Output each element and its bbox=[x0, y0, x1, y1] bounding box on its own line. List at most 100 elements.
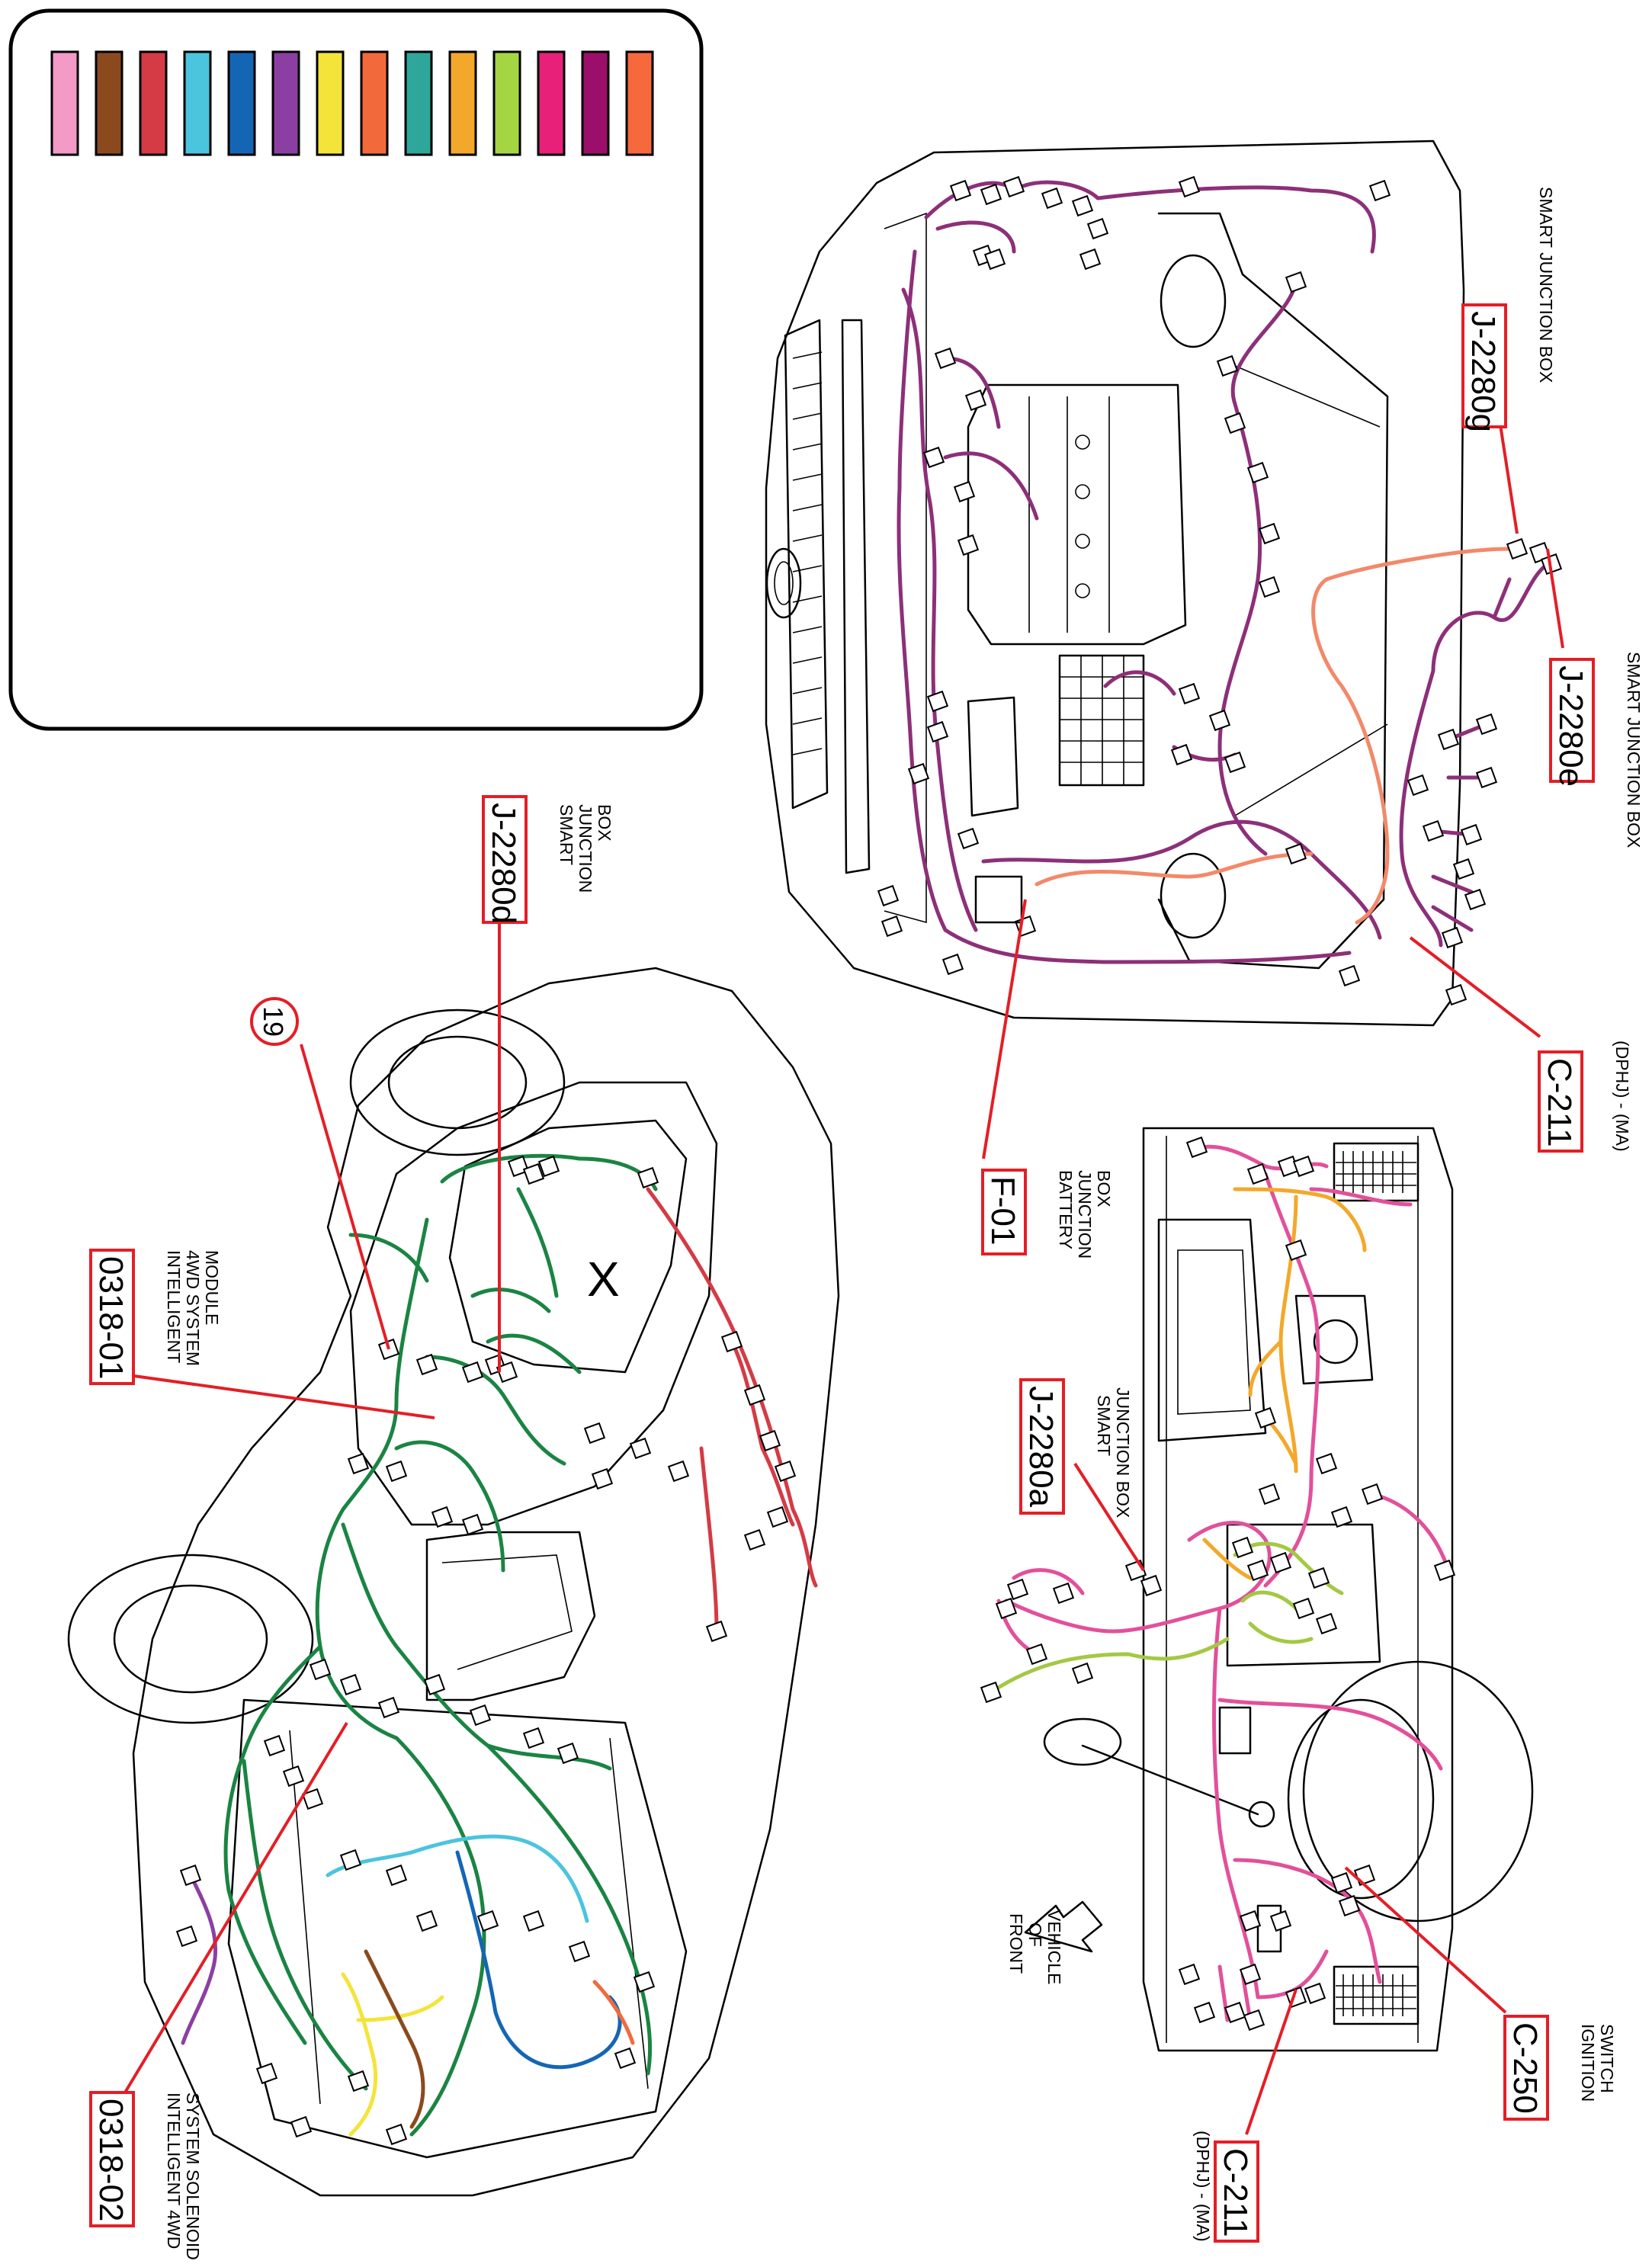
leader-lines bbox=[106, 384, 1564, 2135]
connector-icon bbox=[557, 1742, 579, 1765]
engine-harness-alt bbox=[1035, 547, 1512, 925]
legend-swatch bbox=[139, 50, 168, 156]
connector-icon bbox=[1330, 1506, 1353, 1528]
engine-block bbox=[967, 383, 1187, 646]
connector-icon bbox=[1170, 743, 1193, 766]
rear-window bbox=[448, 1119, 688, 1374]
connector-icon bbox=[926, 720, 949, 743]
connector-icon bbox=[431, 1506, 454, 1528]
connector-icon bbox=[1437, 728, 1460, 751]
glove-box bbox=[1157, 1218, 1267, 1442]
connector-icon bbox=[1292, 1597, 1315, 1620]
callout-desc: SYSTEM SOLENOID bbox=[183, 2092, 203, 2260]
legend-swatch bbox=[183, 50, 212, 156]
callout-desc: SWITCH bbox=[1597, 2024, 1617, 2093]
connector-icon bbox=[568, 1940, 591, 1963]
connector-icon bbox=[1224, 751, 1246, 774]
chassis-harness-yellow bbox=[341, 1972, 444, 2137]
connector-icon bbox=[347, 1452, 370, 1475]
connector-icon bbox=[1407, 774, 1429, 797]
callout-desc: SMART JUNCTION BOX bbox=[1536, 187, 1556, 383]
battery-junction-box-grid bbox=[1058, 654, 1145, 787]
grille-outline bbox=[784, 319, 829, 810]
callout-desc: JUNCTION bbox=[576, 804, 595, 893]
callout-f01: F-01 BATTERY JUNCTION BOX bbox=[981, 1169, 1114, 1259]
callout-code: J-2280d bbox=[485, 803, 522, 924]
badge-emblem bbox=[765, 547, 802, 619]
connector-icon bbox=[309, 1658, 332, 1681]
connector-icon bbox=[290, 2115, 313, 2138]
strut-tower-right bbox=[1160, 852, 1227, 939]
radiator-support bbox=[841, 319, 871, 874]
connector-icon bbox=[1071, 1662, 1094, 1685]
dashboard-view bbox=[980, 1127, 1534, 2052]
legend-swatch bbox=[404, 50, 433, 156]
callout-code: F-01 bbox=[984, 1176, 1022, 1245]
connector-icon bbox=[1269, 1551, 1292, 1574]
connector-icon bbox=[1025, 1643, 1048, 1666]
engine-bay-outline bbox=[765, 139, 1465, 1027]
callout-code: C-211 bbox=[1541, 1058, 1578, 1147]
front-label-line: FRONT bbox=[1006, 1913, 1026, 1974]
connector-icon bbox=[941, 953, 964, 976]
connector-icon bbox=[1269, 1910, 1292, 1932]
connector-icon bbox=[377, 1696, 400, 1719]
front-arrow-icon bbox=[1024, 1900, 1103, 1953]
grille-slats bbox=[792, 351, 823, 755]
connector-icon bbox=[766, 1506, 789, 1528]
connector-icon bbox=[705, 1620, 728, 1643]
roof-outline bbox=[349, 1081, 718, 1526]
connector-icon bbox=[1246, 1162, 1269, 1185]
connector-icon bbox=[980, 1681, 1002, 1704]
clock-dial bbox=[1313, 1319, 1358, 1364]
connector-icon bbox=[583, 1422, 606, 1445]
connector-icon bbox=[1086, 217, 1109, 240]
connector-icon bbox=[1292, 1155, 1315, 1178]
callout-desc: (DPHJ) - (MA) bbox=[1193, 2131, 1213, 2242]
connector-icon bbox=[522, 1910, 545, 1932]
connector-icon bbox=[926, 690, 949, 713]
dash-harness-orange bbox=[1202, 1187, 1367, 1580]
strut-tower-left bbox=[1160, 254, 1227, 348]
connector-icon bbox=[1258, 522, 1281, 545]
connector-icon bbox=[1178, 1963, 1201, 1986]
callout-0318-01: 0318-01 INTELLIGENT 4WD SYSTEM MODULE bbox=[89, 1249, 222, 1385]
connector-icon bbox=[907, 762, 930, 785]
callout-code: 0318-02 bbox=[92, 2099, 130, 2221]
connector-icon bbox=[983, 248, 1006, 271]
engine-compartment bbox=[227, 1698, 688, 2159]
connector-icon bbox=[1208, 709, 1231, 732]
callout-code: J-2280e bbox=[1552, 665, 1589, 787]
connector-icon bbox=[1285, 271, 1307, 293]
connector-icon bbox=[881, 915, 903, 938]
callout-code: J-2280g bbox=[1464, 311, 1502, 432]
dashboard-connectors bbox=[980, 1136, 1456, 2032]
air-box bbox=[967, 696, 1019, 817]
connector-icon bbox=[1460, 823, 1483, 846]
legend-swatch bbox=[537, 50, 566, 156]
connector-icon bbox=[507, 1155, 530, 1178]
leader-c250 bbox=[1344, 1866, 1507, 2014]
legend-swatches bbox=[50, 50, 654, 156]
rear-wheel bbox=[349, 1009, 566, 1156]
connector-icon bbox=[255, 2062, 278, 2085]
callout-code: 19 bbox=[258, 1006, 289, 1037]
leader-j2280a bbox=[1073, 1462, 1145, 1572]
connector-icon bbox=[1464, 888, 1487, 911]
callout-0318-02: 0318-02 INTELLIGENT 4WD SYSTEM SOLENOID bbox=[89, 2091, 203, 2260]
leader-0318-02 bbox=[117, 1721, 348, 2105]
callout-j2280e: J-2280e SMART JUNCTION BOX bbox=[1549, 652, 1644, 848]
legend-swatch bbox=[492, 50, 521, 156]
connector-icon bbox=[1239, 1963, 1262, 1986]
connector-icon bbox=[1433, 1559, 1456, 1582]
connector-icon bbox=[953, 480, 976, 503]
dash-harness-lime bbox=[989, 1541, 1344, 1695]
callout-code: J-2280a bbox=[1022, 1386, 1060, 1508]
callout-j2280a: J-2280a SMART JUNCTION BOX bbox=[1019, 1378, 1133, 1518]
leader-ref19 bbox=[300, 1044, 390, 1350]
hazard-switch bbox=[1218, 1706, 1252, 1755]
callout-desc: JUNCTION BOX bbox=[1113, 1387, 1133, 1518]
legend-swatch bbox=[50, 50, 79, 156]
chassis-harness-brown bbox=[364, 1949, 425, 2129]
